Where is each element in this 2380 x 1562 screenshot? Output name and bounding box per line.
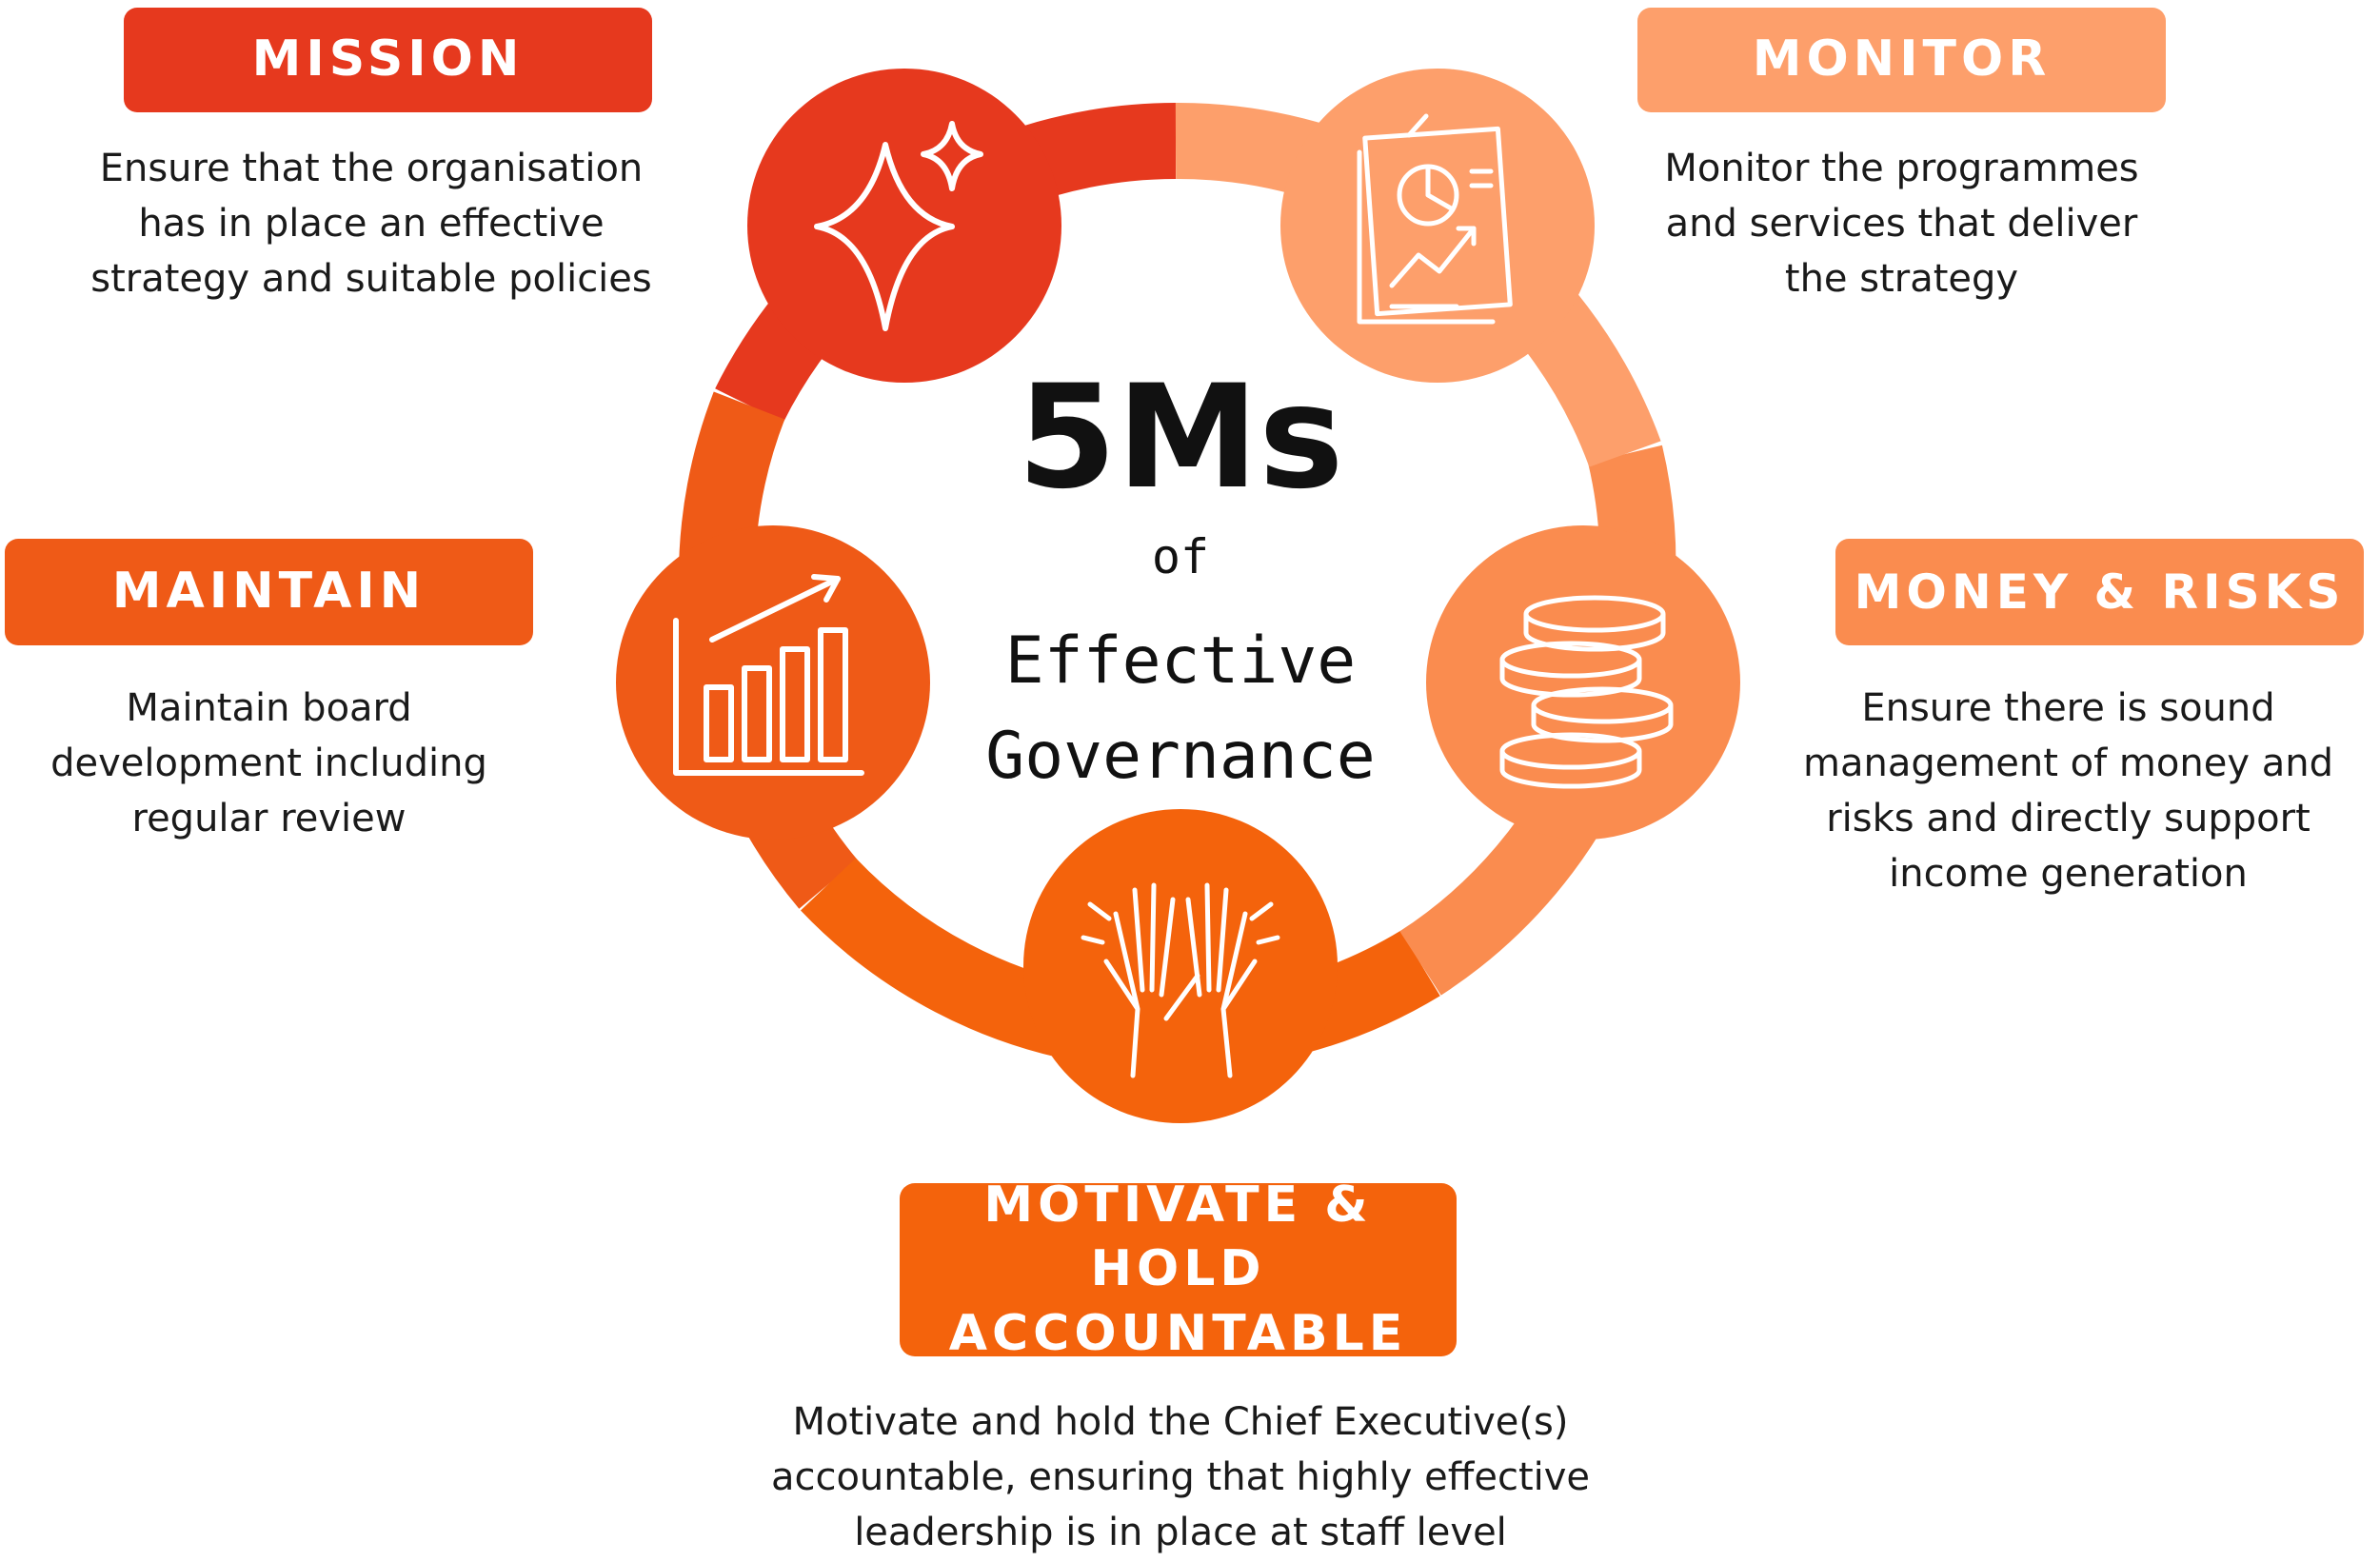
center-title-big: 5Ms [1017,355,1344,521]
desc-motivate-line: accountable, ensuring that highly effect… [770,1455,1591,1499]
desc-monitor-line: Monitor the programmes [1664,147,2139,190]
desc-money-line: Ensure there is sound [1861,686,2275,730]
center-title-line2: Governance [985,719,1376,794]
tag-monitor-label: MONITOR [1752,30,2052,89]
desc-money: Ensure there is sound management of mone… [1761,681,2375,901]
tag-motivate-label-line2: ACCOUNTABLE [948,1304,1408,1362]
coins-stack-icon [1499,595,1674,789]
desc-mission-line: Ensure that the organisation [99,147,644,190]
desc-money-line: income generation [1889,852,2248,896]
tag-mission: MISSION [124,8,652,112]
center-title-of: of [1151,529,1210,584]
report-chart-icon [1357,113,1513,325]
tag-motivate-label-line1: MOTIVATE & HOLD [983,1176,1373,1298]
bar-chart-icon [673,574,864,776]
desc-monitor: Monitor the programmes and services that… [1561,141,2242,306]
node-motivate [1023,809,1338,1123]
desc-motivate-line: leadership is in place at staff level [854,1511,1507,1554]
center-title-line1: Effective [1004,623,1357,699]
desc-motivate-line: Motivate and hold the Chief Executive(s) [792,1400,1569,1444]
node-monitor [1280,69,1595,383]
desc-mission-line: has in place an effective [138,202,605,246]
desc-mission: Ensure that the organisation has in plac… [38,141,704,306]
high-five-icon [1081,882,1280,1078]
tag-money: MONEY & RISKS [1835,539,2364,645]
desc-maintain: Maintain board development including reg… [0,681,538,846]
desc-mission-line: strategy and suitable policies [90,257,652,301]
desc-maintain-line: development including [50,741,487,785]
desc-money-line: management of money and [1803,741,2333,785]
desc-maintain-line: Maintain board [126,686,412,730]
node-maintain [616,525,930,840]
tag-motivate: MOTIVATE & HOLD ACCOUNTABLE [900,1176,1457,1362]
tag-monitor: MONITOR [1637,8,2166,112]
tag-maintain: MAINTAIN [5,539,533,645]
desc-monitor-line: the strategy [1784,257,2019,301]
sparkle-icon [814,121,983,331]
desc-money-line: risks and directly support [1826,797,2311,840]
desc-maintain-line: regular review [131,797,407,840]
desc-monitor-line: and services that deliver [1665,202,2138,246]
tag-maintain-label: MAINTAIN [111,563,426,621]
node-mission [747,69,1061,383]
desc-motivate: Motivate and hold the Chief Executive(s)… [704,1394,1656,1560]
tag-money-label: MONEY & RISKS [1854,564,2346,620]
node-money [1426,525,1740,840]
tag-mission-label: MISSION [251,30,525,89]
